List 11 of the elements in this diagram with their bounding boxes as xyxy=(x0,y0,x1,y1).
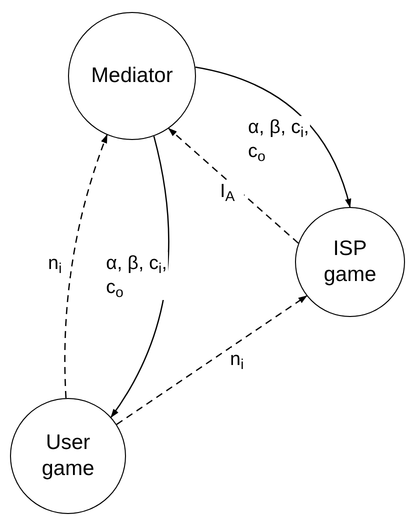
arrow xyxy=(110,136,170,418)
node-label: Mediator xyxy=(90,63,174,89)
arrow xyxy=(116,295,308,425)
edge-label: I$_{A}$ xyxy=(220,180,244,204)
edge-label: α, β, c$_{i}$, c$_{o}$ xyxy=(106,252,168,300)
arrow xyxy=(195,66,351,208)
node-label: User game xyxy=(40,430,96,482)
edge-label: α, β, c$_{i}$, c$_{o}$ xyxy=(248,116,310,164)
node-label: ISP game xyxy=(322,236,378,288)
arrow xyxy=(168,128,299,244)
arrow xyxy=(64,134,108,398)
